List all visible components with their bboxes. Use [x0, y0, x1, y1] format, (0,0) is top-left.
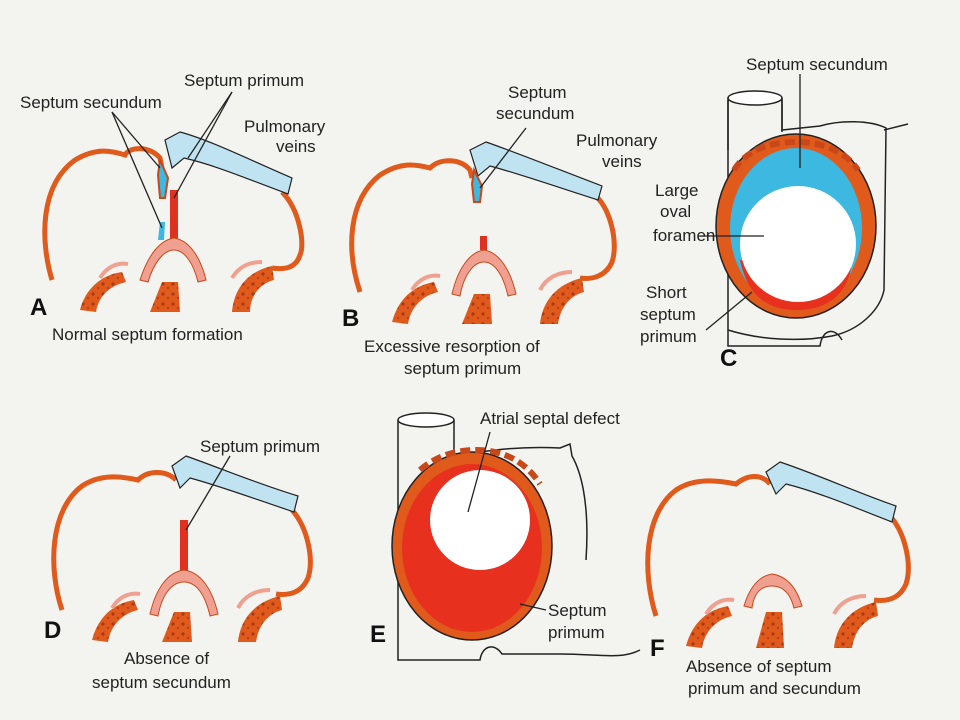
pulmonary-veins-shape — [171, 455, 299, 513]
leader-line — [479, 127, 527, 189]
panel-e: Atrial septal defect Septum primum E — [370, 409, 641, 661]
label-short-septum-primum-2: septum — [640, 305, 696, 324]
caption-b-1: Excessive resorption of — [364, 337, 540, 356]
label-septum-primum-1: Septum — [548, 601, 607, 620]
label-septum-primum-2: primum — [548, 623, 605, 642]
septum-arch — [743, 573, 803, 609]
atrium-wall-right — [579, 194, 617, 281]
interventricular-septum — [462, 294, 492, 324]
septum-primum-stub — [480, 236, 487, 250]
atrium-wall — [349, 158, 475, 293]
septum-secundum-shape — [156, 156, 170, 199]
label-septum-primum: Septum primum — [184, 71, 304, 90]
septum-y-shape — [149, 569, 219, 617]
panel-letter-a: A — [30, 294, 47, 321]
septum-primum-shape — [170, 190, 178, 240]
right-ventricle-wall — [232, 266, 274, 312]
label-septum-primum: Septum primum — [200, 437, 320, 456]
caption-f-2: primum and secundum — [688, 679, 861, 698]
valve-cusp — [832, 594, 867, 615]
label-septum-secundum-2: secundum — [496, 104, 574, 123]
caption-d-1: Absence of — [124, 649, 209, 668]
label-pulmonary-veins-1: Pulmonary — [244, 117, 326, 136]
label-large-oval-foramen-1: Large — [655, 181, 698, 200]
septum-y-shape — [451, 249, 517, 297]
panel-letter-e: E — [370, 621, 386, 648]
leader-line — [705, 291, 753, 331]
septum-secundum-edge — [731, 138, 861, 172]
right-ventricle-wall — [540, 278, 584, 324]
valve-cusp — [110, 591, 141, 610]
valve-cusp — [410, 273, 441, 292]
leader-line — [173, 91, 233, 199]
label-septum-secundum: Septum secundum — [746, 55, 888, 74]
interventricular-septum — [150, 282, 180, 312]
atrium-wall-right — [271, 190, 305, 272]
label-short-septum-primum-1: Short — [646, 283, 687, 302]
valve-cusp — [704, 597, 735, 616]
heart-outline — [397, 420, 641, 661]
label-large-oval-foramen-3: foramen — [653, 226, 715, 245]
pulmonary-veins-shape — [469, 141, 603, 201]
leader-line — [185, 455, 231, 531]
vena-cava-top — [397, 412, 455, 428]
leader-line — [187, 91, 233, 159]
valve-cusp — [98, 261, 129, 280]
left-ventricle-wall — [686, 606, 732, 648]
septum-primum-shape — [180, 520, 188, 572]
atrial-septal-defect-opening — [430, 470, 530, 570]
label-short-septum-primum-3: primum — [640, 327, 697, 346]
atrium-wall — [42, 146, 165, 281]
label-atrial-septal-defect: Atrial septal defect — [480, 409, 620, 428]
valve-cusp — [236, 588, 271, 609]
right-ventricle-wall — [238, 596, 282, 642]
leader-line — [519, 603, 547, 611]
atrium-wall-right — [275, 508, 313, 597]
label-large-oval-foramen-2: oval — [660, 202, 691, 221]
atrium-wall — [51, 470, 178, 611]
label-pulmonary-veins-2: veins — [276, 137, 316, 156]
vena-cava-top — [727, 90, 783, 106]
septum-secundum-lower — [158, 222, 165, 240]
caption-b-2: septum primum — [404, 359, 521, 378]
panel-b: Septum secundum Pulmonary veins B Excess… — [342, 83, 658, 378]
left-ventricle-wall — [92, 600, 138, 642]
atrium-wall-right — [873, 514, 911, 603]
pulmonary-veins-shape — [765, 461, 897, 523]
label-pulmonary-veins-1: Pulmonary — [576, 131, 658, 150]
left-ventricle-wall — [392, 282, 438, 324]
leader-line — [111, 111, 163, 229]
pulmonary-veins-shape — [164, 131, 293, 195]
septum-y-shape — [139, 237, 207, 283]
panel-d: Septum primum D Absence of septum secund… — [44, 437, 320, 692]
heart-base — [727, 330, 843, 347]
interventricular-septum — [756, 612, 784, 648]
panel-c: Septum secundum Large oval foramen Short… — [640, 55, 909, 372]
septum-edge — [418, 446, 543, 486]
large-oval-foramen — [740, 186, 856, 302]
caption-a-1: Normal septum formation — [52, 325, 243, 344]
panel-a: Septum secundum Septum primum Pulmonary … — [20, 71, 326, 344]
valve-cusp — [538, 270, 573, 291]
label-pulmonary-veins-2: veins — [602, 152, 642, 171]
panel-letter-f: F — [650, 635, 665, 662]
panel-letter-b: B — [342, 305, 359, 332]
panel-letter-c: C — [720, 345, 737, 372]
right-ventricle-wall — [834, 602, 878, 648]
label-septum-secundum: Septum secundum — [20, 93, 162, 112]
heart-outline — [727, 100, 887, 341]
caption-d-2: septum secundum — [92, 673, 231, 692]
panel-f: F Absence of septum primum and secundum — [645, 461, 911, 698]
caption-f-1: Absence of septum — [686, 657, 832, 676]
atrium-wall — [645, 474, 772, 617]
interventricular-septum — [162, 612, 192, 642]
valve-cusp — [230, 260, 263, 280]
panel-letter-d: D — [44, 617, 61, 644]
label-septum-secundum-1: Septum — [508, 83, 567, 102]
septum-secundum-shape — [470, 166, 484, 203]
left-ventricle-wall — [80, 272, 126, 312]
leader-line — [467, 431, 491, 513]
leader-line — [111, 111, 161, 169]
